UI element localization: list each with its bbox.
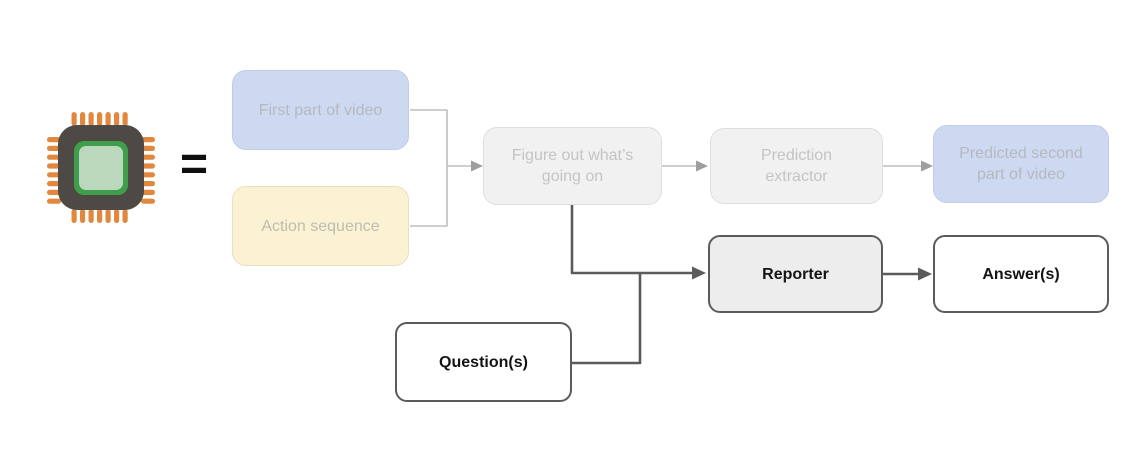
- connector-figure-out-to-reporter: [570, 205, 694, 275]
- node-action-sequence: Action sequence: [232, 186, 409, 266]
- arrowhead-into-predicted-icon: [921, 160, 933, 172]
- node-first-part-of-video: First part of video: [232, 70, 409, 150]
- connector-inputs-bracket: [410, 109, 448, 227]
- node-figure-out-whats-going-on: Figure out what’s going on: [483, 127, 662, 205]
- arrowhead-into-answers-icon: [918, 267, 932, 281]
- arrowhead-into-figure-out-icon: [471, 160, 483, 172]
- node-label: Action sequence: [261, 217, 380, 235]
- node-answers: Answer(s): [933, 235, 1109, 313]
- node-label-line: part of video: [976, 166, 1066, 183]
- node-label-line: Figure out what’s: [511, 147, 634, 164]
- node-label: Predicted second part of video: [959, 143, 1083, 185]
- node-label-line: going on: [541, 168, 604, 185]
- node-prediction-extractor: Prediction extractor: [710, 128, 883, 204]
- node-label: Reporter: [762, 265, 829, 283]
- node-label-line: Predicted second: [959, 145, 1083, 162]
- connector-questions-to-reporter: [572, 273, 642, 365]
- node-label: Prediction extractor: [761, 145, 832, 187]
- chip-pins: [47, 112, 155, 223]
- node-label: Question(s): [439, 353, 528, 371]
- processor-chip-icon: [46, 111, 156, 224]
- node-questions: Question(s): [395, 322, 572, 402]
- chip-core: [79, 146, 123, 190]
- node-label-line: extractor: [765, 168, 828, 185]
- node-reporter: Reporter: [708, 235, 883, 313]
- node-label: Answer(s): [982, 265, 1060, 283]
- node-label: First part of video: [258, 101, 383, 119]
- node-label-line: Prediction: [760, 147, 833, 164]
- node-predicted-second-part-of-video: Predicted second part of video: [933, 125, 1109, 203]
- arrowhead-into-reporter-icon: [692, 266, 706, 280]
- equals-sign: =: [179, 138, 209, 191]
- arrowhead-into-extractor-icon: [696, 160, 708, 172]
- node-label: Figure out what’s going on: [512, 145, 634, 187]
